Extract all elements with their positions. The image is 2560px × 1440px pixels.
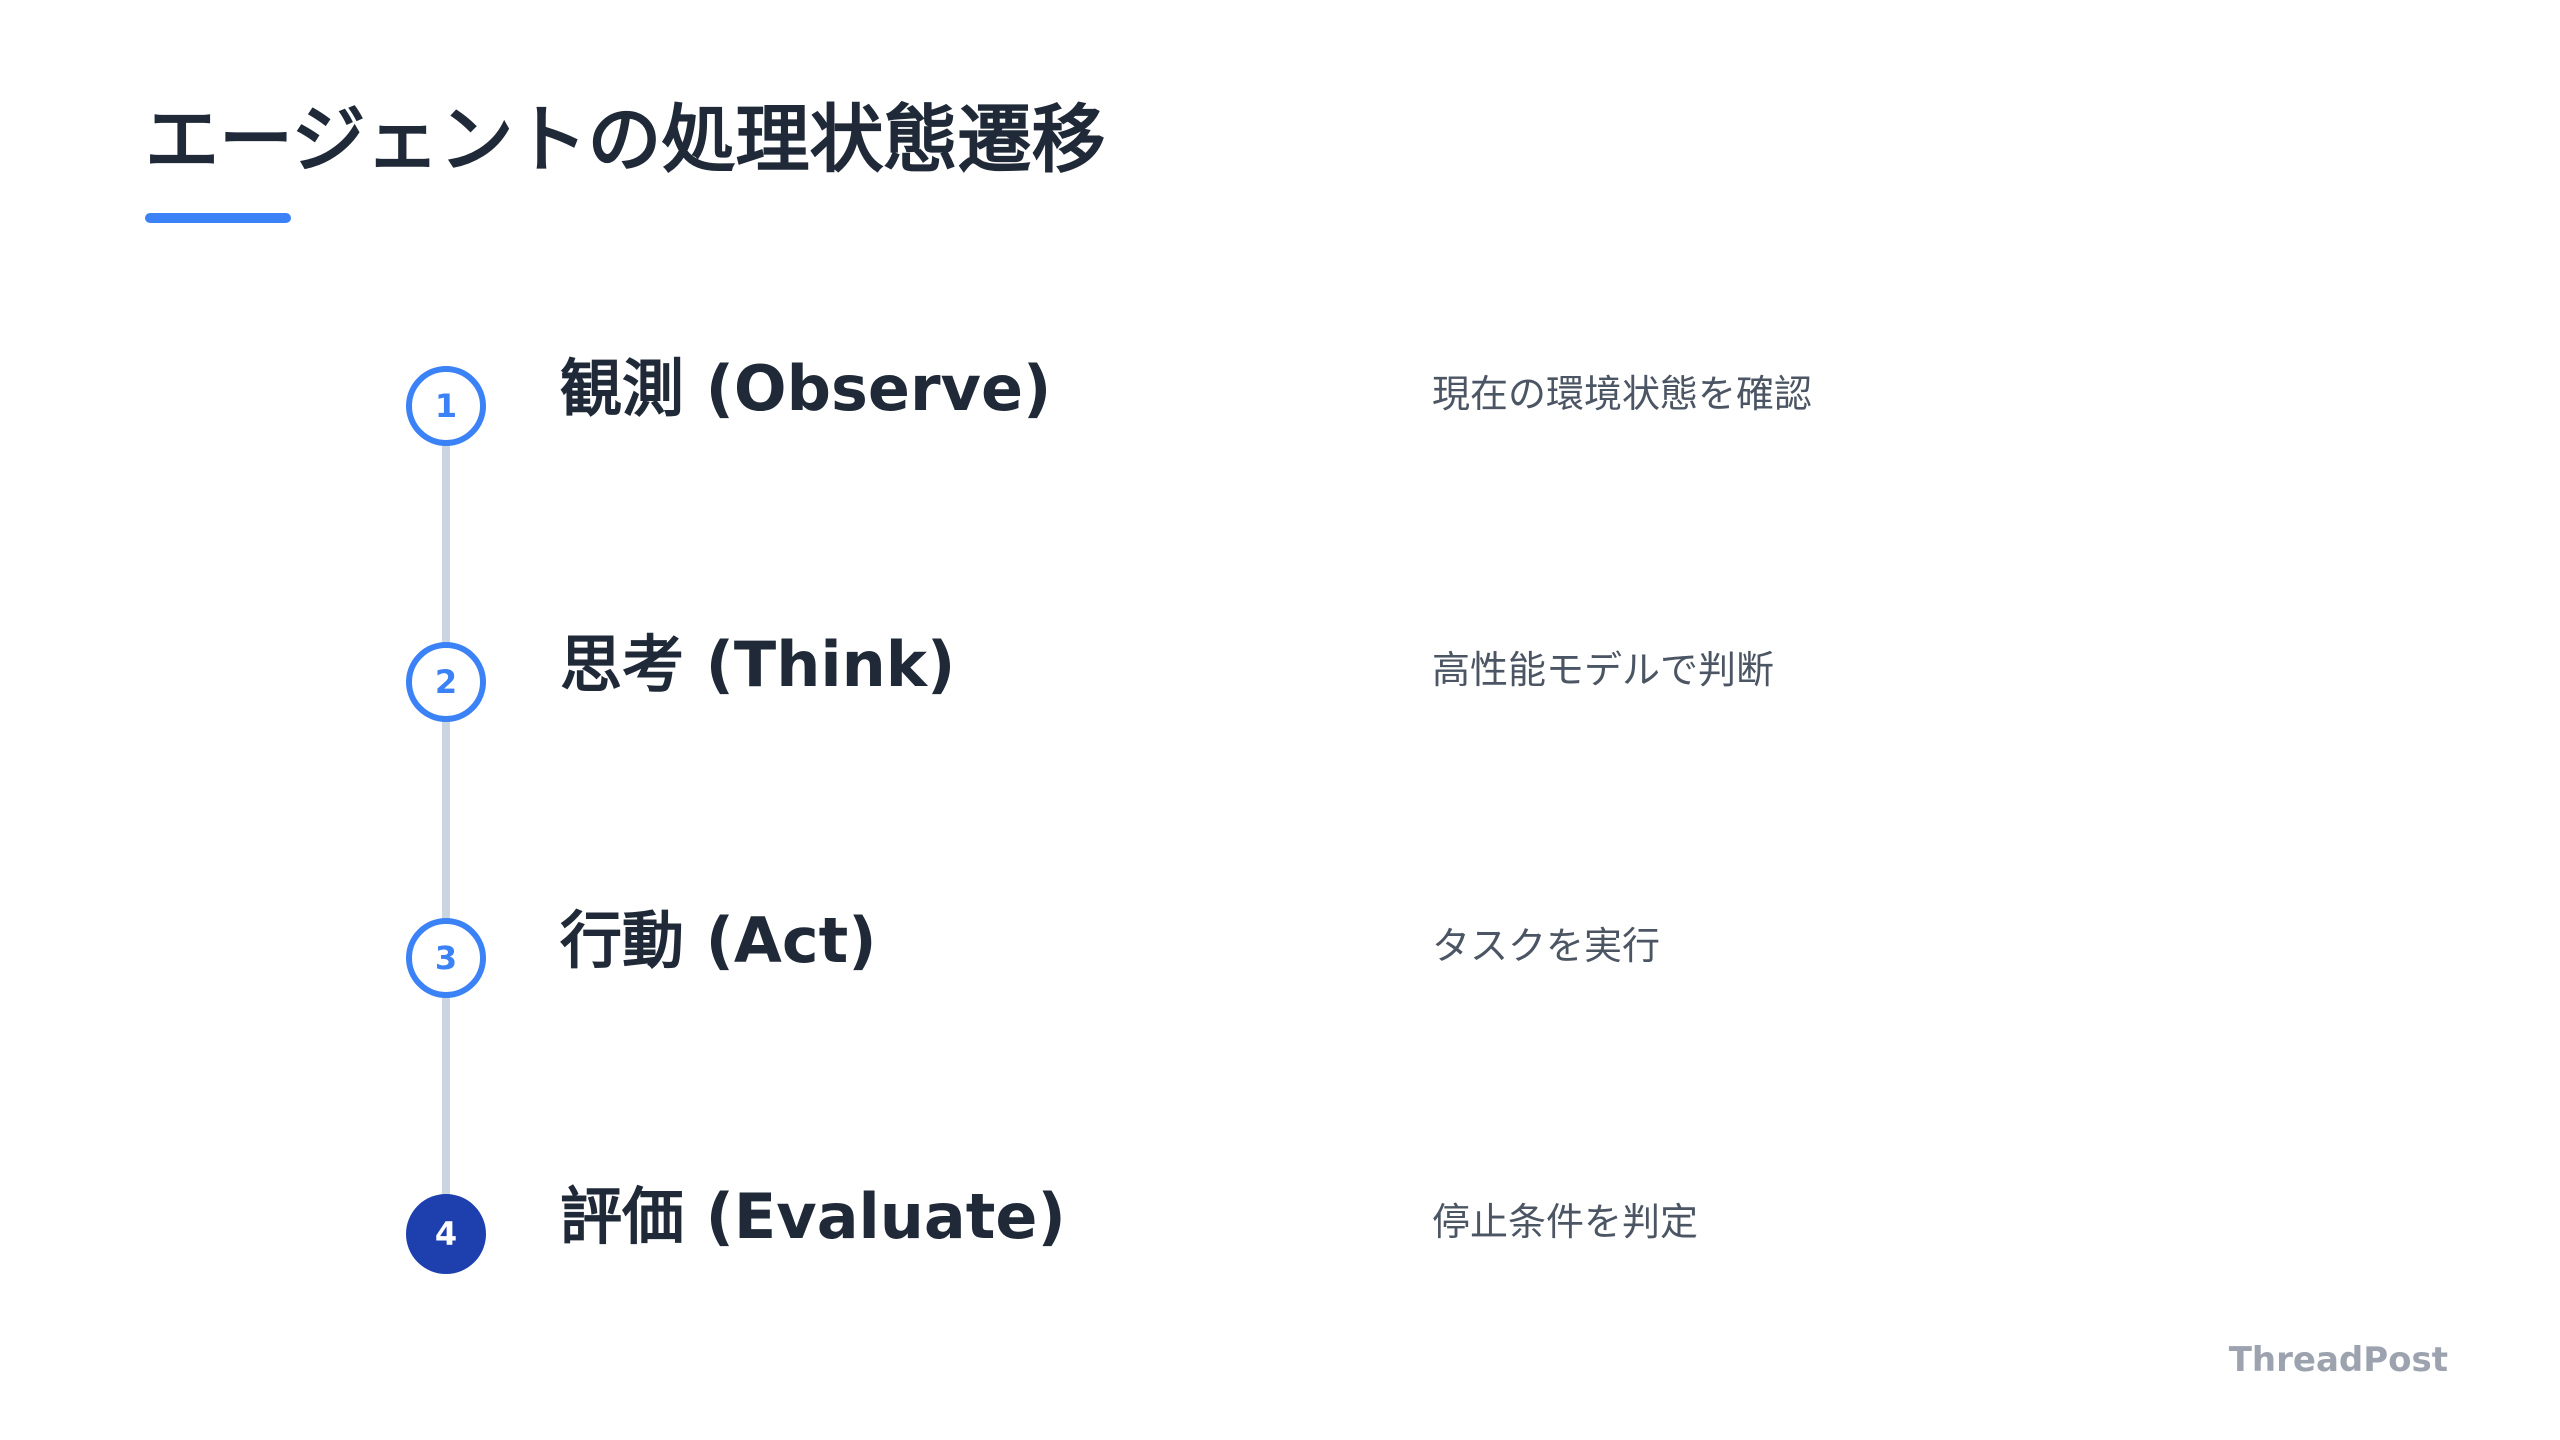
- step-title: 評価 (Evaluate): [560, 1180, 1066, 1253]
- step-description: 高性能モデルで判断: [1432, 648, 1775, 692]
- step-title: 行動 (Act): [560, 904, 877, 977]
- step-description: 現在の環境状態を確認: [1432, 372, 1813, 416]
- step-number-badge: 1: [406, 366, 486, 446]
- step-title: 観測 (Observe): [560, 352, 1052, 425]
- step-description: タスクを実行: [1432, 924, 1661, 968]
- timeline-connector-line: [442, 404, 450, 1234]
- step-act: 3 行動 (Act) タスクを実行: [0, 894, 2560, 1014]
- step-observe: 1 観測 (Observe) 現在の環境状態を確認: [0, 342, 2560, 462]
- step-think: 2 思考 (Think) 高性能モデルで判断: [0, 618, 2560, 738]
- step-evaluate: 4 評価 (Evaluate) 停止条件を判定: [0, 1170, 2560, 1290]
- brand-logo-text: ThreadPost: [2228, 1340, 2448, 1380]
- step-description: 停止条件を判定: [1432, 1200, 1699, 1244]
- step-title: 思考 (Think): [560, 628, 956, 701]
- step-number-badge: 2: [406, 642, 486, 722]
- slide-title: エージェントの処理状態遷移: [145, 97, 1106, 183]
- title-underline: [145, 213, 291, 223]
- step-number-badge-active: 4: [406, 1194, 486, 1274]
- step-number-badge: 3: [406, 918, 486, 998]
